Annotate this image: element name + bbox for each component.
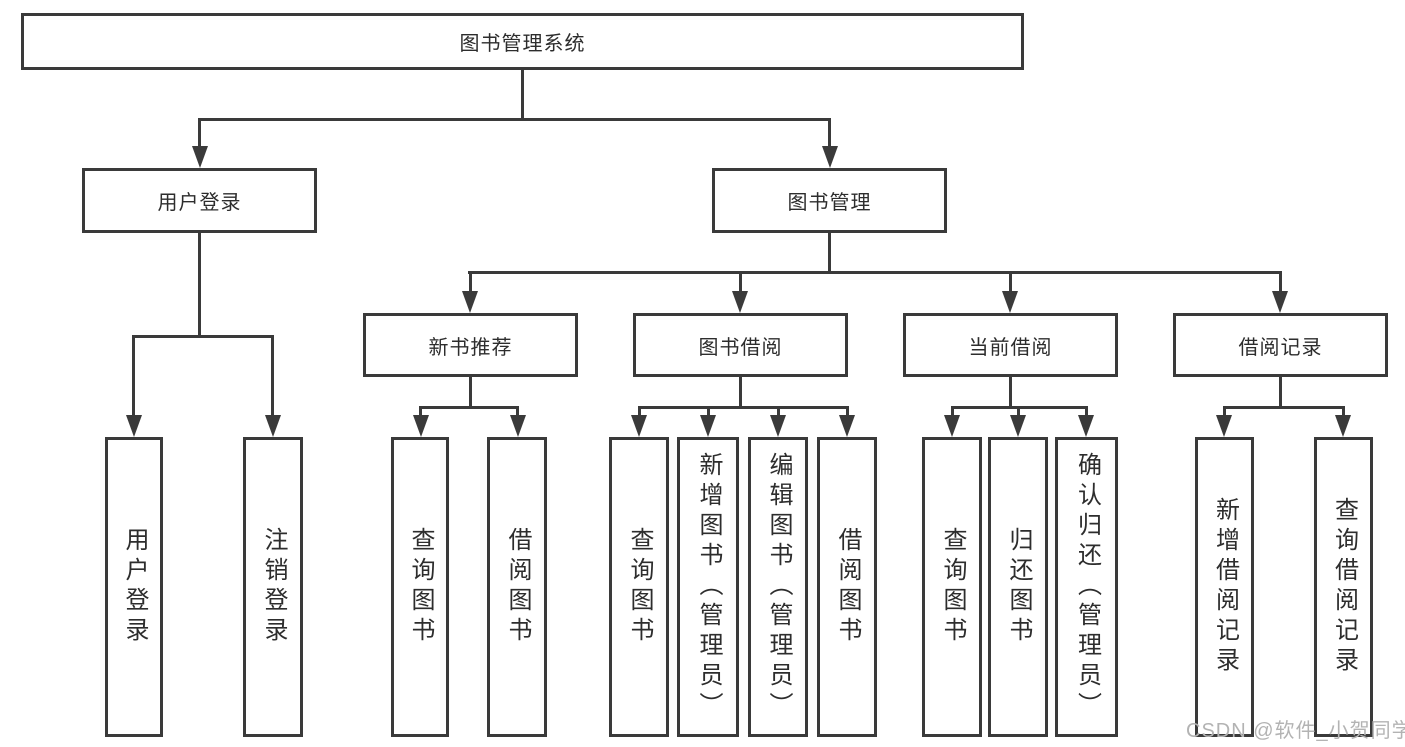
node-label: 编辑图书（管理员） [765,452,792,722]
node-label: 查询图书 [407,527,434,647]
connector-line [1009,377,1012,409]
node-current-borrowing: 当前借阅 [903,313,1118,377]
connector-line [1017,406,1020,418]
connector-line [951,406,954,418]
arrow-down-icon [1272,291,1288,313]
arrow-down-icon [822,146,838,168]
connector-line [846,406,849,418]
node-label: 注销登录 [260,527,287,647]
node-label: 用户登录 [121,527,148,647]
csdn-watermark: CSDN @软件_小贺同学 [1186,720,1405,742]
leaf-newbook-query-books: 查询图书 [391,437,449,737]
arrow-down-icon [732,291,748,313]
node-label: 新增图书（管理员） [695,452,722,722]
connector-line [419,406,519,409]
node-label: 查询图书 [939,527,966,647]
connector-line [198,118,201,150]
connector-line [777,406,780,418]
connector-line [419,406,422,418]
connector-line [469,271,472,295]
connector-line [469,377,472,409]
connector-line [1342,406,1345,418]
connector-line [638,406,849,409]
arrow-down-icon [126,415,142,437]
leaf-borrowing-query-books: 查询图书 [609,437,669,737]
connector-line [516,406,519,418]
connector-line [1085,406,1088,418]
leaf-user-login: 用户登录 [105,437,163,737]
leaf-borrowing-borrow-books: 借阅图书 [817,437,877,737]
arrow-down-icon [944,415,960,437]
arrow-down-icon [413,415,429,437]
leaf-borrowing-edit-books-admin: 编辑图书（管理员） [748,437,808,737]
arrow-down-icon [1216,415,1232,437]
leaf-current-query-books: 查询图书 [922,437,982,737]
connector-line [1279,271,1282,295]
connector-line [198,233,201,338]
connector-line [1279,377,1282,409]
connector-line [132,335,274,338]
node-borrow-records: 借阅记录 [1173,313,1388,377]
leaf-borrowing-add-books-admin: 新增图书（管理员） [677,437,739,737]
node-label: 确认归还（管理员） [1073,452,1101,722]
arrow-down-icon [192,146,208,168]
node-label: 当前借阅 [968,336,1053,359]
connector-line [739,377,742,409]
node-library-management-system: 图书管理系统 [21,13,1024,70]
arrow-down-icon [1010,415,1026,437]
arrow-down-icon [265,415,281,437]
node-label: 查询图书 [626,527,653,647]
connector-line [198,118,831,121]
arrow-down-icon [770,415,786,437]
leaf-current-confirm-return-admin: 确认归还（管理员） [1055,437,1118,737]
node-label: 用户登录 [157,192,242,214]
node-label: 新书推荐 [428,336,513,359]
arrow-down-icon [700,415,716,437]
connector-line [271,335,274,417]
connector-line [132,335,135,417]
connector-line [707,406,710,418]
arrow-down-icon [1335,415,1351,437]
node-book-management: 图书管理 [712,168,947,233]
node-label: 借阅图书 [834,527,861,647]
node-user-login: 用户登录 [82,168,317,233]
node-label: 图书借阅 [698,336,783,359]
connector-line [828,233,831,274]
connector-line [638,406,641,418]
connector-line [468,271,1282,274]
node-label: 借阅记录 [1238,336,1323,359]
connector-line [1223,406,1226,418]
leaf-records-add-record: 新增借阅记录 [1195,437,1254,737]
node-label: 新增借阅记录 [1211,497,1239,677]
connector-line [1009,271,1012,295]
connector-line [739,271,742,295]
arrow-down-icon [510,415,526,437]
node-label: 图书管理 [787,192,872,214]
connector-line [828,118,831,150]
connector-line [1223,406,1345,409]
arrow-down-icon [462,291,478,313]
leaf-logout: 注销登录 [243,437,303,737]
node-label: 图书管理系统 [459,33,586,55]
node-book-borrowing: 图书借阅 [633,313,848,377]
leaf-records-query-record: 查询借阅记录 [1314,437,1373,737]
connector-line [521,69,524,121]
arrow-down-icon [1078,415,1094,437]
arrow-down-icon [631,415,647,437]
node-new-book-recommend: 新书推荐 [363,313,578,377]
leaf-newbook-borrow-books: 借阅图书 [487,437,547,737]
leaf-current-return-books: 归还图书 [988,437,1048,737]
arrow-down-icon [1002,291,1018,313]
node-label: 借阅图书 [504,527,531,647]
node-label: 归还图书 [1005,527,1032,647]
node-label: 查询借阅记录 [1330,497,1358,677]
arrow-down-icon [839,415,855,437]
